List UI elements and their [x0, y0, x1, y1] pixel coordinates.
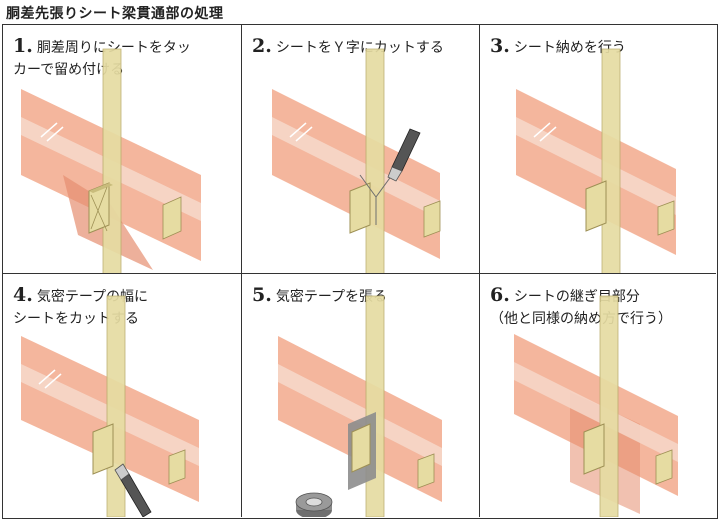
wood-post: [365, 48, 385, 273]
wood-post: [601, 48, 621, 273]
wood-post: [599, 295, 619, 517]
step-panel-4: 4.気密テープの幅に シートをカットする: [3, 274, 242, 517]
step-heading: 2.シートをＹ字にカットする: [252, 35, 444, 59]
step-number: 2.: [252, 35, 272, 57]
step-text-line1: シートをＹ字にカットする: [275, 40, 444, 56]
beam-band: [514, 362, 678, 462]
wood-post: [365, 295, 385, 517]
step-heading: 3.シート納めを行う: [490, 35, 626, 59]
step-panel-3: 3.シート納めを行う: [480, 25, 716, 274]
page-title: 胴差先張りシート梁貫通部の処理: [6, 6, 224, 22]
step-number: 1.: [13, 35, 33, 57]
cutter-knife-icon: [387, 128, 421, 182]
step-text-line1: 胴差周りにシートをタッ: [36, 40, 191, 56]
step-4-illustration: [21, 295, 199, 517]
wood-post: [102, 48, 122, 273]
step-1-illustration: [21, 48, 201, 273]
staple-mark-icon: [40, 122, 58, 138]
step-panel-1: 1.胴差周りにシートをタッ カーで留め付ける: [3, 25, 242, 274]
step-text-line2: カーで留め付ける: [13, 62, 125, 78]
step-grid: 1.胴差周りにシートをタッ カーで留め付ける 2.シートをＹ字にカットする: [2, 24, 718, 519]
staple-mark-icon: [289, 122, 307, 138]
step-panel-6: 6.シートの継ぎ目部分 （他と同様の納め方で行う）: [480, 274, 716, 517]
step-text-line1: シート納めを行う: [513, 40, 626, 56]
wood-post: [106, 295, 126, 517]
step-panel-2: 2.シートをＹ字にカットする: [242, 25, 480, 274]
cutter-knife-icon: [114, 463, 152, 517]
tape-roll-icon: [295, 492, 333, 517]
beam-end: [92, 423, 114, 475]
beam-band: [278, 364, 442, 466]
step-text-line2: （他と同様の納め方で行う）: [490, 311, 672, 327]
step-number: 6.: [490, 284, 510, 306]
staple-mark-icon: [38, 369, 56, 385]
beam-end: [349, 182, 371, 234]
beam-end: [351, 423, 371, 473]
step-5-illustration: [278, 295, 442, 517]
step-heading: 5.気密テープを張る: [252, 284, 387, 308]
step-number: 5.: [252, 284, 272, 306]
step-text-line1: 気密テープを張る: [275, 289, 388, 305]
staple-mark-icon: [533, 122, 551, 138]
step-2-illustration: [272, 48, 441, 273]
beam-end: [585, 180, 607, 232]
beam-end: [583, 423, 605, 475]
step-panel-5: 5.気密テープを張る: [242, 274, 480, 517]
y-cut-line: [359, 174, 393, 225]
beam-band: [516, 117, 676, 215]
beam-band: [272, 117, 440, 219]
step-number: 3.: [490, 35, 510, 57]
step-6-illustration: [514, 295, 678, 517]
step-number: 4.: [13, 284, 33, 306]
step-heading: 1.胴差周りにシートをタッ カーで留め付ける: [13, 35, 191, 81]
step-3-illustration: [516, 48, 676, 273]
